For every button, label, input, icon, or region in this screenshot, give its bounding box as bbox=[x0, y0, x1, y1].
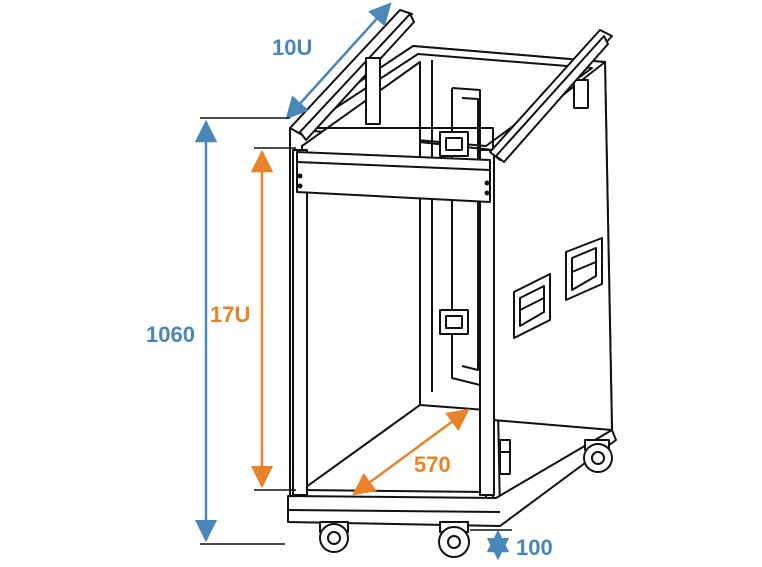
label-wheel-height: 100 bbox=[516, 535, 553, 560]
rail-screw-holes bbox=[297, 173, 490, 196]
dimension-arrow-top-units bbox=[285, 2, 392, 120]
caster-rear-right bbox=[583, 439, 613, 473]
label-top-rack-units: 10U bbox=[272, 35, 312, 60]
label-overall-height: 1060 bbox=[146, 322, 195, 347]
caster-front-left bbox=[319, 521, 349, 553]
front-latch bbox=[499, 439, 511, 475]
label-front-rack-units: 17U bbox=[210, 302, 250, 327]
dimension-arrow-inner-depth bbox=[352, 408, 470, 496]
rear-rail-step-2 bbox=[461, 97, 479, 371]
rear-hinge-upper-inner bbox=[445, 137, 463, 151]
rear-top-latch bbox=[573, 79, 589, 109]
side-handle-rear bbox=[565, 237, 603, 301]
lid-arm-right bbox=[489, 29, 613, 163]
side-handle-front bbox=[513, 273, 551, 339]
caster-front-right bbox=[438, 521, 470, 558]
case-base bbox=[287, 429, 617, 527]
front-crossbar bbox=[296, 151, 491, 203]
front-rack-rail-right bbox=[479, 149, 495, 496]
rear-hinge-lower-inner bbox=[445, 315, 463, 329]
front-rack-rail-left bbox=[292, 149, 308, 496]
label-inner-depth: 570 bbox=[414, 452, 451, 477]
rack-case-drawing bbox=[287, 9, 617, 558]
